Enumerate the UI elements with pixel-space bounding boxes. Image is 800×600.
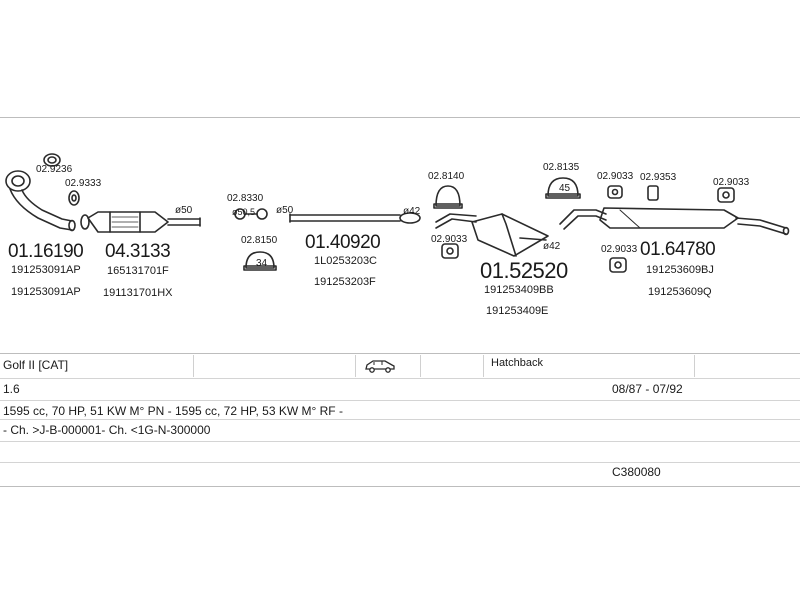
accessory-number: 02.9033 [713, 177, 750, 188]
diameter-label: ø42 [403, 206, 421, 217]
front-pipe-drawing [5, 170, 76, 232]
rear-silencer-drawing [559, 207, 790, 236]
chassis-range: - Ch. >J-B-000001- Ch. <1G-N-300000 [3, 423, 211, 437]
table-divider-1 [193, 355, 194, 377]
clamp-icon [68, 190, 80, 206]
rubber-hanger-icon [607, 185, 623, 199]
mount-badge: 45 [559, 183, 571, 194]
oe-number: 191253609BJ [646, 264, 714, 276]
intermediate-pipe-drawing [289, 212, 421, 224]
oe-number: 191253409BB [484, 284, 554, 296]
rubber-hanger-icon [647, 185, 659, 201]
body-type: Hatchback [491, 357, 543, 369]
table-line-5 [0, 441, 800, 442]
oe-number: 1L0253203C [314, 255, 378, 267]
table-line-4 [0, 419, 800, 420]
table-line-2 [0, 378, 800, 379]
table-line-1 [0, 353, 800, 354]
rubber-hanger-icon [609, 257, 627, 273]
diameter-label: ø50 [175, 205, 193, 216]
oe-number: 165131701F [107, 265, 169, 277]
rubber-mount-icon [243, 251, 277, 271]
accessory-number: 02.8140 [428, 171, 465, 182]
part-number[interactable]: 04.3133 [105, 241, 171, 262]
table-divider-4 [483, 355, 484, 377]
accessory-number: 02.9333 [65, 178, 102, 189]
hatchback-car-icon [364, 358, 396, 379]
part-number[interactable]: 01.64780 [640, 239, 716, 260]
table-divider-5 [694, 355, 695, 377]
rubber-hanger-icon [717, 187, 735, 203]
rubber-mount-icon [433, 185, 463, 209]
accessory-number: 02.9033 [597, 171, 634, 182]
part-number[interactable]: 01.40920 [305, 232, 381, 253]
oe-number: 191253091AP [11, 286, 81, 298]
mount-badge: 34 [256, 258, 268, 269]
diameter-label: ø42 [543, 241, 561, 252]
oe-number: 191253609Q [648, 286, 712, 298]
accessory-number: 02.8135 [543, 162, 580, 173]
production-years: 08/87 - 07/92 [612, 382, 683, 396]
oe-number: 191253091AP [11, 264, 81, 276]
engine-size: 1.6 [3, 382, 20, 396]
accessory-number: 02.8330 [227, 193, 264, 204]
oe-number: 191253409E [486, 305, 549, 317]
part-number[interactable]: 01.52520 [480, 258, 568, 283]
oe-number: 191253203F [314, 276, 376, 288]
vehicle-model: Golf II [CAT] [3, 358, 69, 372]
exhaust-diagram [5, 153, 790, 273]
table-line-7 [0, 486, 800, 487]
oe-number: 191131701HX [103, 287, 173, 299]
accessory-number: 02.9353 [640, 172, 677, 183]
clamp-icon [441, 243, 459, 259]
clamp-icon [234, 208, 268, 220]
catalytic-converter-drawing [80, 211, 201, 233]
catalog-code: C380080 [612, 465, 661, 479]
top-border-line [0, 117, 800, 118]
diameter-label: ø50,5 [232, 207, 256, 217]
table-line-3 [0, 400, 800, 401]
table-divider-3 [420, 355, 421, 377]
accessory-number: 02.9033 [431, 234, 468, 245]
engine-specs: 1595 cc, 70 HP, 51 KW M° PN - 1595 cc, 7… [3, 404, 343, 418]
rubber-mount-icon [545, 177, 581, 199]
table-divider-2 [355, 355, 356, 377]
accessory-number: 02.9033 [601, 244, 638, 255]
center-silencer-drawing [435, 213, 549, 257]
accessory-number: 02.8150 [241, 235, 278, 246]
gasket-icon [43, 153, 61, 167]
diameter-label: ø50 [276, 205, 294, 216]
accessory-number: 02.9236 [36, 164, 73, 175]
table-line-6 [0, 462, 800, 463]
part-number[interactable]: 01.16190 [8, 241, 84, 262]
